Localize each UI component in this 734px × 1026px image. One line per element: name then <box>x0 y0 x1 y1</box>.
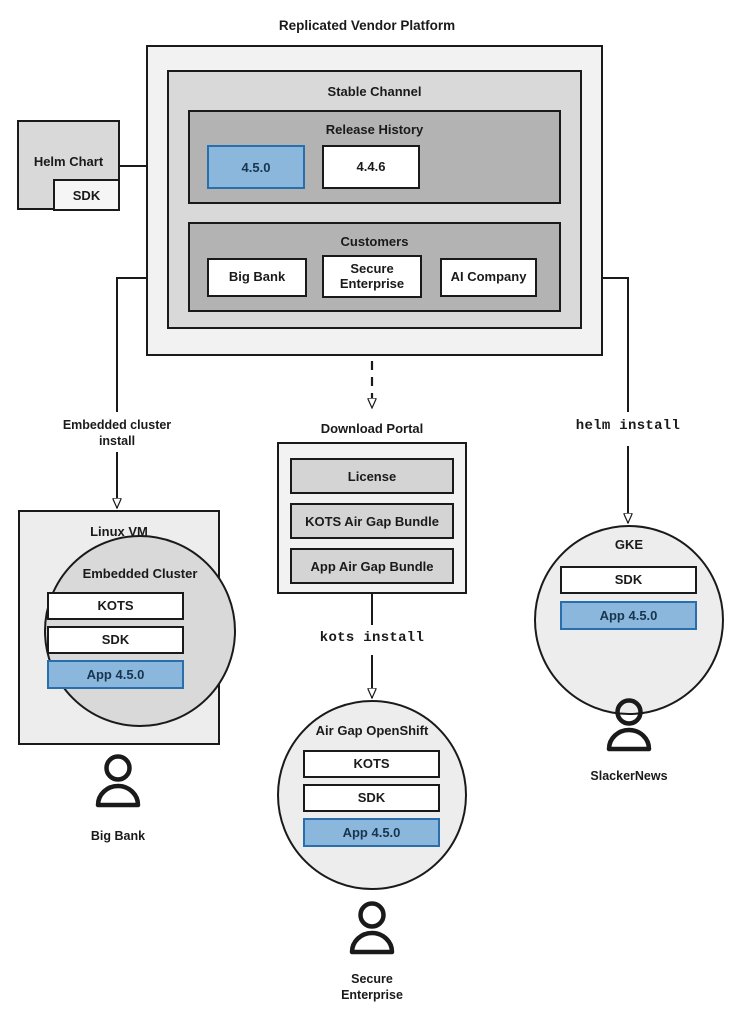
connector-label-kots-install: kots install <box>319 630 425 646</box>
component-label: KOTS <box>353 755 390 771</box>
linux-vm-component-kots[interactable]: KOTS <box>47 592 184 620</box>
connector-label-line2: install <box>98 433 136 448</box>
customer-label-line1: Secure <box>351 972 393 986</box>
air-gap-openshift-title: Air Gap OpenShift <box>315 723 429 738</box>
connector-label-embedded-cluster-install: Embedded cluster install <box>37 418 197 449</box>
person-icon-slackernews <box>603 697 655 760</box>
linux-vm-component-sdk[interactable]: SDK <box>47 626 184 654</box>
customer-label: Big Bank <box>228 269 286 285</box>
download-portal-title: Download Portal <box>320 421 424 436</box>
release-4-4-6[interactable]: 4.4.6 <box>322 145 420 189</box>
person-icon <box>606 698 652 752</box>
embedded-cluster-title: Embedded Cluster <box>82 566 198 581</box>
release-history-title: Release History <box>325 122 424 137</box>
page-title: Replicated Vendor Platform <box>278 18 456 33</box>
customer-label-line2: Enterprise <box>339 275 405 291</box>
customer-label-line1: Secure <box>350 260 394 276</box>
portal-artifact-kots-air-gap-bundle[interactable]: KOTS Air Gap Bundle <box>290 503 454 539</box>
connector-label-helm-install: helm install <box>575 418 681 434</box>
component-label: SDK <box>101 631 130 647</box>
connector-label-line1: Embedded cluster <box>62 418 172 432</box>
customer-label: AI Company <box>450 269 527 285</box>
component-label: App 4.5.0 <box>599 608 658 623</box>
person-icon-secure-enterprise <box>346 900 398 963</box>
person-icon <box>349 901 395 955</box>
component-label: SDK <box>614 571 643 587</box>
gke-component-app[interactable]: App 4.5.0 <box>560 601 697 630</box>
openshift-component-app[interactable]: App 4.5.0 <box>303 818 440 847</box>
linux-vm-component-app[interactable]: App 4.5.0 <box>47 660 184 689</box>
person-icon-big-bank <box>92 753 144 816</box>
linux-vm-customer-label: Big Bank <box>90 829 146 843</box>
artifact-label: App Air Gap Bundle <box>310 558 434 574</box>
gke-title: GKE <box>614 537 644 552</box>
gke-component-sdk[interactable]: SDK <box>560 566 697 594</box>
customer-big-bank[interactable]: Big Bank <box>207 258 307 297</box>
artifact-label: KOTS Air Gap Bundle <box>305 513 439 529</box>
helm-chart-box[interactable]: Helm Chart <box>17 120 120 210</box>
release-version-label: 4.5.0 <box>241 159 271 175</box>
stable-channel-title: Stable Channel <box>327 84 422 99</box>
gke-customer-label: SlackerNews <box>590 769 668 783</box>
helm-chart-label: Helm Chart <box>33 154 104 169</box>
customer-secure-enterprise[interactable]: Secure Enterprise <box>322 255 422 298</box>
component-label: SDK <box>357 789 386 805</box>
helm-chart-sdk-label: SDK <box>72 187 101 203</box>
artifact-label: License <box>347 468 397 484</box>
customers-title: Customers <box>340 234 409 249</box>
release-version-label: 4.4.6 <box>356 158 386 174</box>
person-icon <box>95 754 141 808</box>
openshift-component-kots[interactable]: KOTS <box>303 750 440 778</box>
component-label: App 4.5.0 <box>342 825 401 840</box>
openshift-component-sdk[interactable]: SDK <box>303 784 440 812</box>
component-label: KOTS <box>97 597 134 613</box>
component-label: App 4.5.0 <box>86 667 145 682</box>
portal-artifact-app-air-gap-bundle[interactable]: App Air Gap Bundle <box>290 548 454 584</box>
release-4-5-0[interactable]: 4.5.0 <box>207 145 305 189</box>
portal-artifact-license[interactable]: License <box>290 458 454 494</box>
customer-ai-company[interactable]: AI Company <box>440 258 537 297</box>
helm-chart-sdk-box[interactable]: SDK <box>53 179 120 211</box>
customer-label-line2: Enterprise <box>341 987 403 1002</box>
openshift-customer-label: Secure Enterprise <box>292 972 452 1003</box>
